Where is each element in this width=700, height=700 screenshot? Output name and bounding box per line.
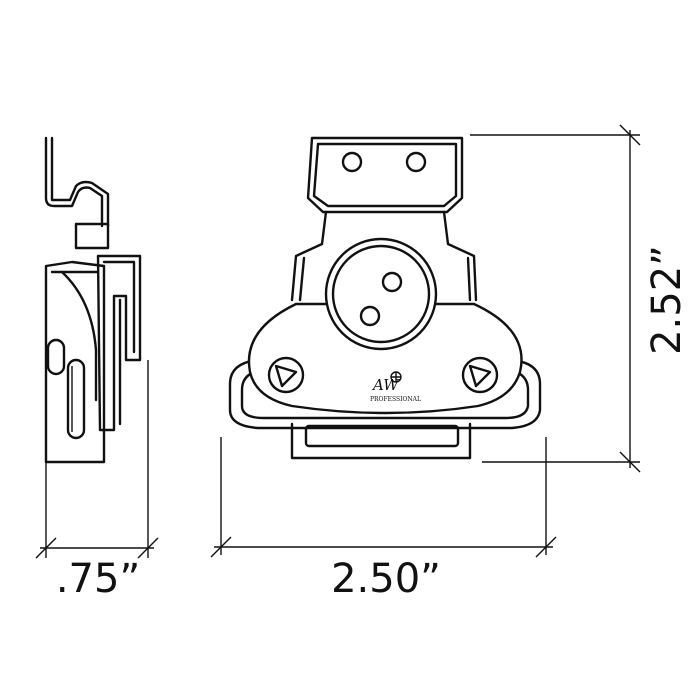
front-view: AW PROFESSIONAL (228, 136, 542, 460)
height-dimension: 2.52” (470, 124, 690, 473)
width-dimension: 2.50” (210, 437, 557, 602)
aw-professional-logo: AW PROFESSIONAL (370, 371, 421, 403)
width-dimension-label: 2.50” (331, 556, 441, 602)
height-dimension-label: 2.52” (644, 245, 690, 355)
logo-tagline: PROFESSIONAL (370, 396, 421, 403)
depth-dimension-label: .75” (56, 556, 140, 602)
depth-dimension: .75” (35, 360, 159, 602)
side-view (44, 136, 142, 464)
